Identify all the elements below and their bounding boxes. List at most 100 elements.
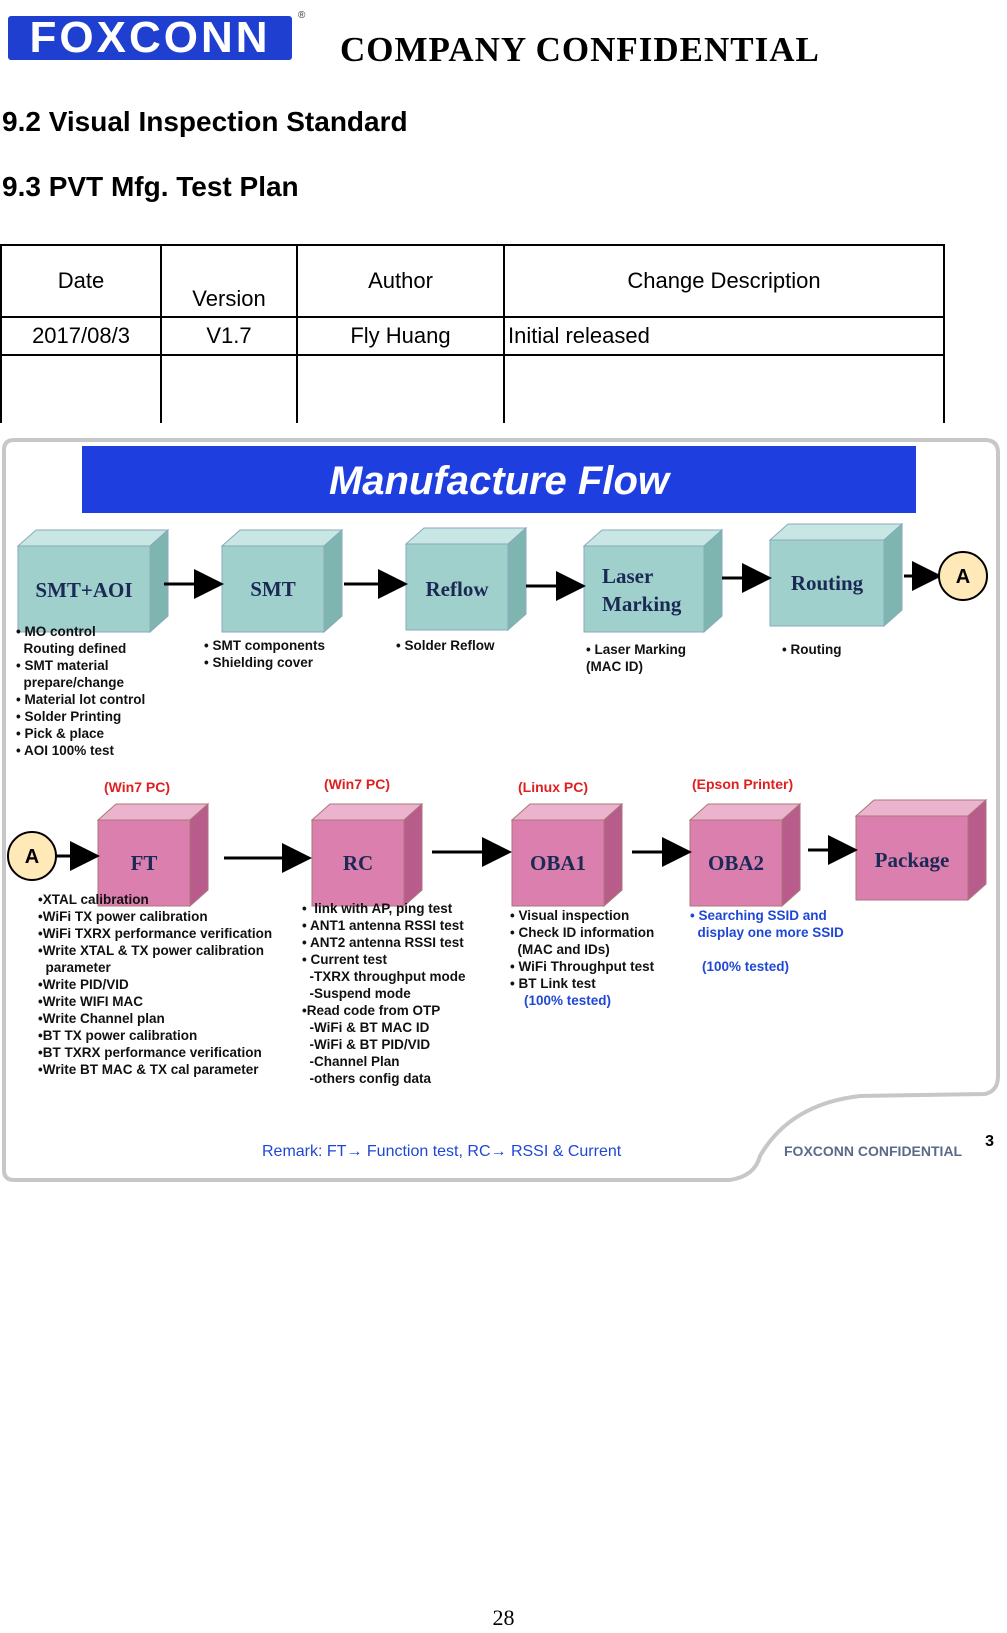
oba2-tested: (100% tested): [702, 959, 789, 974]
oba1-tested: (100% tested): [524, 993, 611, 1008]
header-date: Date: [0, 244, 162, 318]
cell-date: 2017/08/3: [0, 316, 162, 356]
header-change-description: Change Description: [503, 244, 945, 318]
svg-text:• link with AP, ping test: • link with AP, ping test: [302, 901, 453, 916]
svg-text:•Write WIFI MAC: •Write WIFI MAC: [38, 994, 143, 1009]
cell-author: Fly Huang: [296, 316, 505, 356]
svg-text:Routing defined: Routing defined: [16, 641, 126, 656]
svg-text:• Pick & place: • Pick & place: [16, 726, 105, 741]
svg-text:•Write BT MAC & TX cal paramet: •Write BT MAC & TX cal parameter: [38, 1062, 259, 1077]
header-author: Author: [296, 244, 505, 318]
svg-text:• Routing: • Routing: [782, 642, 841, 657]
svg-text:RC: RC: [343, 851, 373, 875]
section-heading-9-3: 9.3 PVT Mfg. Test Plan: [2, 171, 299, 202]
svg-text:•BT TX power calibration: •BT TX power calibration: [38, 1028, 197, 1043]
svg-text:SMT+AOI: SMT+AOI: [35, 578, 132, 602]
svg-text:-Channel Plan: -Channel Plan: [302, 1054, 400, 1069]
notes-oba2: • Searching SSID and display one more SS…: [690, 908, 844, 974]
svg-text:FT: FT: [131, 851, 158, 875]
svg-text:•Read code from OTP: •Read code from OTP: [302, 1003, 440, 1018]
svg-text:•WiFi TX power calibration: •WiFi TX power calibration: [38, 909, 208, 924]
cell-empty: [0, 354, 162, 423]
cell-version: V1.7: [160, 316, 298, 356]
svg-text:• Laser Marking: • Laser Marking: [586, 642, 686, 657]
svg-text:SMT: SMT: [250, 577, 296, 601]
box-package: Package: [854, 798, 988, 902]
svg-text:-WiFi & BT MAC ID: -WiFi & BT MAC ID: [302, 1020, 430, 1035]
section-heading-9-2: 9.2 Visual Inspection Standard: [2, 106, 408, 137]
slide-number: 3: [985, 1133, 994, 1150]
svg-text:• ANT1 antenna RSSI test: • ANT1 antenna RSSI test: [302, 918, 464, 933]
box-rc: RC: [310, 802, 424, 908]
svg-text:(MAC ID): (MAC ID): [586, 659, 643, 674]
pc-label-oba2: (Epson Printer): [692, 776, 793, 792]
svg-text:• SMT components: • SMT components: [204, 638, 325, 653]
svg-text:• MO control: • MO control: [16, 624, 96, 639]
table-row: [0, 354, 945, 423]
svg-text:• Searching SSID and: • Searching SSID and: [690, 908, 827, 923]
pc-label-oba1: (Linux PC): [518, 779, 588, 795]
svg-text:Routing: Routing: [791, 571, 864, 595]
svg-text:• Material lot control: • Material lot control: [16, 692, 145, 707]
box-oba2: OBA2: [688, 802, 802, 908]
svg-text:-Suspend mode: -Suspend mode: [302, 986, 411, 1001]
table-row: 2017/08/3 V1.7 Fly Huang Initial release…: [0, 316, 945, 356]
svg-text:•Write PID/VID: •Write PID/VID: [38, 977, 129, 992]
svg-text:•Write XTAL & TX power calibra: •Write XTAL & TX power calibration: [38, 943, 264, 958]
svg-text:display one more SSID: display one more SSID: [690, 925, 844, 940]
svg-text:• Solder Printing: • Solder Printing: [16, 709, 121, 724]
svg-text:• Solder Reflow: • Solder Reflow: [396, 638, 495, 653]
cell-change-description: Initial released: [503, 316, 945, 356]
svg-text:• Visual inspection: • Visual inspection: [510, 908, 629, 923]
svg-text:• Check ID information: • Check ID information: [510, 925, 654, 940]
logo-text: FOXCONN: [30, 13, 271, 62]
cell-empty: [160, 354, 298, 423]
svg-text:-WiFi & BT PID/VID: -WiFi & BT PID/VID: [302, 1037, 430, 1052]
svg-text:• AOI 100% test: • AOI 100% test: [16, 743, 115, 758]
pc-label-rc: (Win7 PC): [324, 776, 390, 792]
svg-text:-others config data: -others config data: [302, 1071, 432, 1086]
svg-text:• WiFi Throughput test: • WiFi Throughput test: [510, 959, 655, 974]
notes-reflow: • Solder Reflow: [396, 638, 495, 653]
svg-text:Marking: Marking: [602, 592, 682, 616]
svg-text:(MAC and IDs): (MAC and IDs): [510, 942, 610, 957]
notes-rc: • link with AP, ping test • ANT1 antenna…: [302, 901, 466, 1086]
svg-text:Laser: Laser: [602, 564, 653, 588]
figure-title: Manufacture Flow: [329, 459, 672, 503]
svg-text:•BT TXRX performance verificat: •BT TXRX performance verification: [38, 1045, 262, 1060]
svg-text:•XTAL calibration: •XTAL calibration: [38, 892, 149, 907]
svg-text:-TXRX throughput mode: -TXRX throughput mode: [302, 969, 466, 984]
remark: Remark: FT→ Function test, RC→ RSSI & Cu…: [262, 1143, 622, 1160]
svg-text:Package: Package: [875, 848, 950, 872]
notes-routing: • Routing: [782, 642, 841, 657]
box-routing: Routing: [768, 522, 904, 628]
notes-smt: • SMT components • Shielding cover: [204, 638, 325, 670]
confidential-banner: COMPANY CONFIDENTIAL: [340, 30, 820, 69]
cell-empty: [296, 354, 505, 423]
cell-empty: [503, 354, 945, 423]
svg-text:• BT Link test: • BT Link test: [510, 976, 596, 991]
svg-text:Reflow: Reflow: [426, 577, 490, 601]
box-ft: FT: [96, 802, 210, 908]
box-laser-marking: Laser Marking: [582, 528, 724, 634]
svg-text:A: A: [25, 846, 39, 868]
pc-label-ft: (Win7 PC): [104, 779, 170, 795]
svg-text:• ANT2 antenna RSSI test: • ANT2 antenna RSSI test: [302, 935, 464, 950]
table-header-row: Date Version Author Change Description: [0, 244, 945, 318]
svg-text:prepare/change: prepare/change: [16, 675, 125, 690]
page-number: 28: [492, 1605, 515, 1630]
svg-text:OBA2: OBA2: [708, 851, 764, 875]
box-smt: SMT: [220, 528, 344, 634]
box-oba1: OBA1: [510, 802, 624, 908]
svg-text:•Write Channel plan: •Write Channel plan: [38, 1011, 165, 1026]
foxconn-logo: FOXCONN ®: [8, 10, 306, 62]
svg-text:A: A: [956, 566, 970, 588]
notes-ft: •XTAL calibration •WiFi TX power calibra…: [38, 892, 272, 1077]
connector-a-out: [938, 551, 988, 601]
notes-smt-aoi: • MO control Routing defined • SMT mater…: [16, 624, 145, 758]
svg-text:• SMT material: • SMT material: [16, 658, 109, 673]
svg-text:parameter: parameter: [38, 960, 112, 975]
box-reflow: Reflow: [404, 526, 528, 632]
svg-text:• Shielding cover: • Shielding cover: [204, 655, 314, 670]
svg-text:• Current test: • Current test: [302, 952, 387, 967]
